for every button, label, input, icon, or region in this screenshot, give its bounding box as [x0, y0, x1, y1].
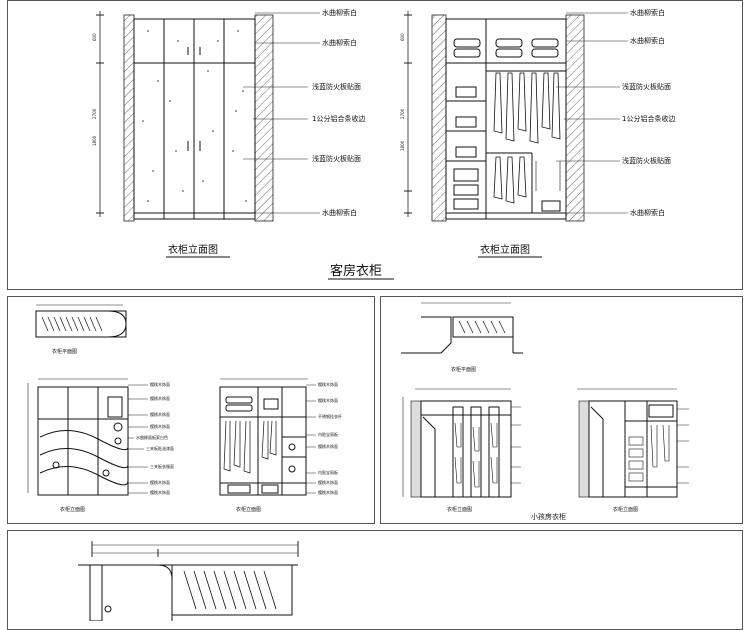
elev2-caption: 衣柜立面图 — [236, 506, 261, 513]
left-wardrobe-elevation: 600 2700 1800 — [92, 8, 365, 258]
kids-plan-caption: 衣柜平面图 — [451, 366, 476, 373]
right-caption: 衣柜立面图 — [480, 243, 530, 256]
svg-text:1800: 1800 — [400, 140, 405, 151]
elev2-label-2: 樱桃木饰面 — [318, 397, 338, 403]
right-label-4: 1公分铝合条收边 — [622, 114, 675, 123]
svg-text:2700: 2700 — [400, 108, 405, 119]
left-label-2: 水曲柳索白 — [322, 38, 357, 47]
elev2-label-7: 樱桃木饰面 — [318, 479, 338, 485]
wardrobe-elevation-1: 樱桃木饰面 樱桃木饰面 樱桃木饰面 樱桃木饰面 水曲柳面板索白色 三夹板贴油漆面… — [27, 378, 174, 513]
elev1-caption: 衣柜立面图 — [60, 506, 85, 513]
elev2-label-1: 樱桃木饰面 — [318, 381, 338, 387]
guest-room-wardrobe-drawing: 600 2700 1800 — [92, 8, 675, 280]
elev1-label-5: 水曲柳面板索白色 — [136, 434, 168, 440]
elev2-label-4: 内贴宝丽板 — [318, 431, 338, 437]
elev1-label-6: 三夹板贴油漆面 — [146, 445, 174, 451]
elev1-label-3: 樱桃木饰面 — [150, 411, 170, 417]
bottom-plan-drawing — [78, 541, 299, 621]
left-label-3: 浅蓝防火板贴面 — [312, 82, 361, 91]
elev1-label-9: 樱桃木饰面 — [150, 489, 170, 495]
left-label-1: 水曲柳索白 — [322, 8, 357, 17]
right-wardrobe-elevation: 600 2700 1800 — [400, 8, 675, 258]
guest-wardrobe-title: 客房衣柜 — [330, 263, 382, 279]
guest-room-wardrobe-panel: 600 2700 1800 — [7, 0, 743, 290]
svg-text:600: 600 — [400, 33, 405, 41]
kids-elevation-2: 衣柜立面图 — [577, 388, 689, 513]
right-label-2: 水曲柳索白 — [630, 36, 665, 45]
svg-text:2700: 2700 — [92, 108, 97, 119]
wardrobe-plan-view: 衣柜平面图 — [35, 304, 127, 355]
elev1-label-8: 樱桃木饰面 — [150, 479, 170, 485]
left-caption: 衣柜立面图 — [168, 243, 218, 256]
kids-plan-view: 衣柜平面图 — [401, 302, 523, 373]
bottom-plan-panel — [7, 530, 743, 630]
left-label-5: 浅蓝防火板贴面 — [312, 154, 361, 163]
left-label-6: 水曲柳索白 — [322, 208, 357, 217]
elev1-label-1: 樱桃木饰面 — [150, 381, 170, 387]
kids-room-wardrobe-drawing: 衣柜平面图 衣柜立面图 — [401, 302, 689, 521]
left-label-4: 1公分铝合条收边 — [312, 114, 365, 123]
wardrobe-panel-2-drawing: 衣柜平面图 樱桃木饰面 樱桃木 — [27, 304, 342, 513]
kids-room-wardrobe-panel: 衣柜平面图 衣柜立面图 — [380, 296, 743, 524]
wardrobe-panel-2: 衣柜平面图 樱桃木饰面 樱桃木 — [7, 296, 375, 524]
svg-text:1800: 1800 — [92, 135, 97, 146]
elev2-label-5: 樱桃木饰面 — [318, 443, 338, 449]
elev2-label-3: 不锈钢挂衣杆 — [318, 413, 342, 419]
kids-elev2-caption: 衣柜立面图 — [613, 506, 638, 513]
elev2-label-6: 内贴宝丽板 — [318, 469, 338, 475]
kids-elev1-caption: 衣柜立面图 — [447, 506, 472, 513]
elev1-label-7: 三夹板衣服面 — [150, 463, 174, 469]
right-label-5: 浅蓝防火板贴面 — [622, 156, 671, 165]
elev1-label-2: 樱桃木饰面 — [150, 395, 170, 401]
right-label-6: 水曲柳索白 — [630, 208, 665, 217]
plan-caption: 衣柜平面图 — [52, 348, 77, 355]
wardrobe-elevation-2: 樱桃木饰面 樱桃木饰面 不锈钢挂衣杆 内贴宝丽板 樱桃木饰面 内贴宝丽板 樱桃木… — [219, 378, 342, 513]
svg-text:600: 600 — [92, 33, 97, 41]
elev1-label-4: 樱桃木饰面 — [150, 423, 170, 429]
right-label-3: 浅蓝防火板贴面 — [622, 82, 671, 91]
right-label-1: 水曲柳索白 — [630, 8, 665, 17]
kids-elevation-1: 衣柜立面图 — [402, 388, 521, 513]
elev2-label-8: 樱桃木饰面 — [318, 489, 338, 495]
kids-wardrobe-title: 小孩房衣柜 — [531, 512, 566, 521]
